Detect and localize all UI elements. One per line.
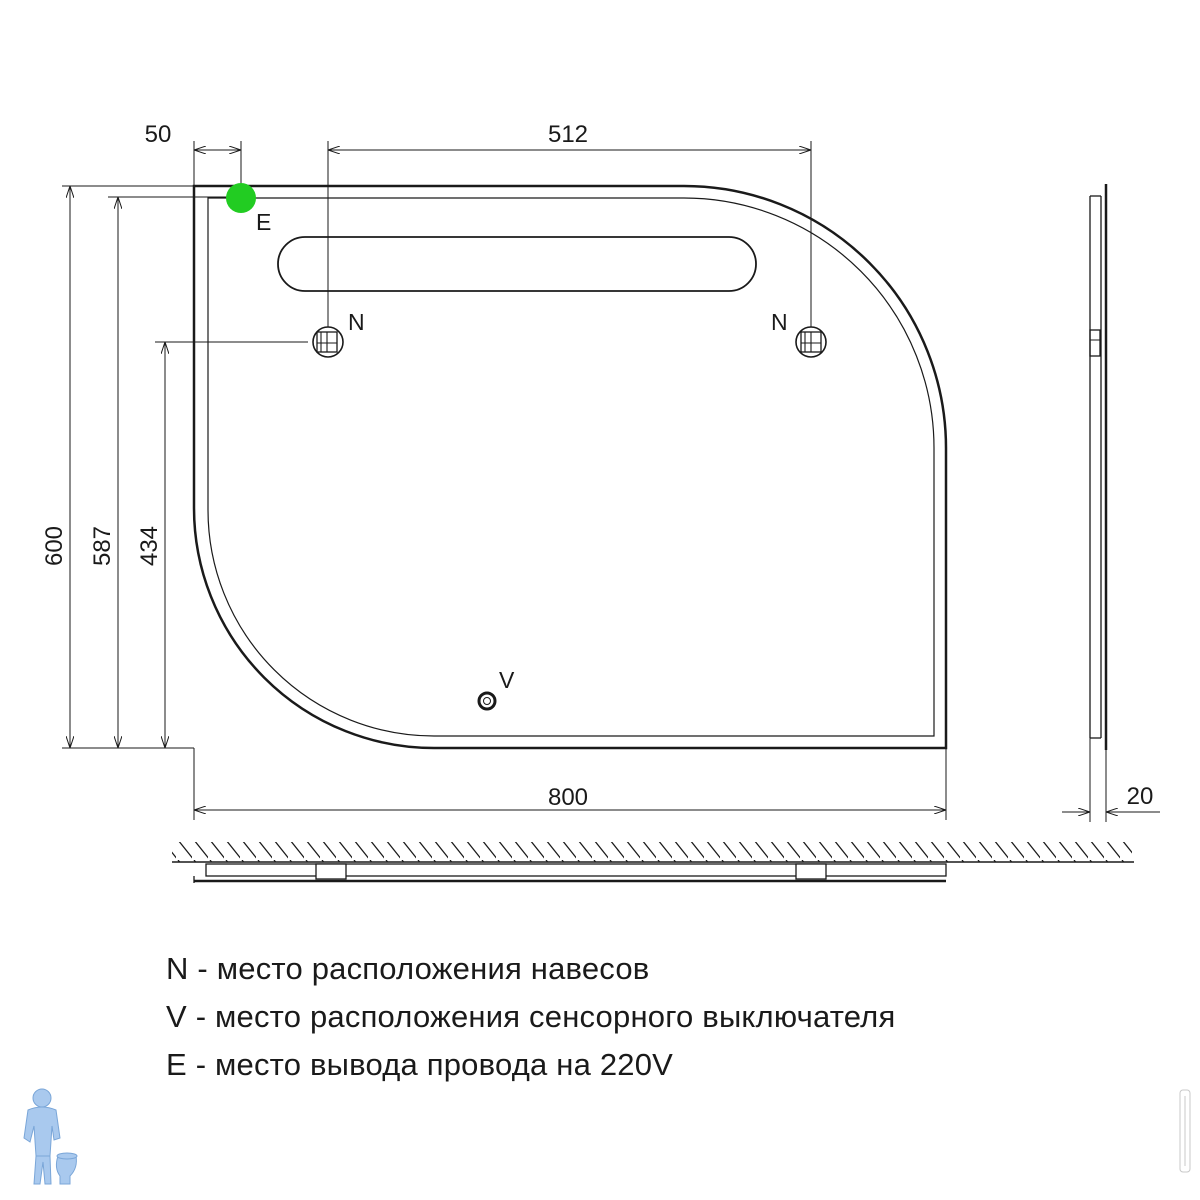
hinge-block-right: [795, 863, 827, 880]
hinge-icon: [795, 326, 827, 358]
dimension-hinge-height-label: 434: [136, 526, 163, 566]
wall-mount-view: [172, 842, 1134, 883]
legend-item-hinges: N - место расположения навесов: [166, 951, 650, 986]
mirror-side-view: [1089, 184, 1108, 750]
wall-hatch: [172, 842, 1132, 862]
plumber-logo-icon: [23, 1088, 78, 1185]
sensor-switch-icon: [477, 691, 497, 711]
hinge-block-left: [315, 863, 347, 880]
wire-outlet-marker: [226, 183, 256, 213]
dimension-total-height-label: 600: [41, 526, 68, 566]
hinge-left-label: N: [348, 309, 365, 335]
dimension-depth-label: 20: [1127, 783, 1154, 810]
dimension-inner-height: [108, 196, 241, 748]
dimension-offset-left-label: 50: [145, 121, 172, 148]
wire-outlet-label: E: [256, 209, 271, 235]
mirror-front-view: [192, 184, 948, 750]
hinge-icon: [312, 326, 344, 358]
dimension-inner-height-label: 587: [89, 526, 116, 566]
light-strip: [277, 236, 757, 292]
watermark-icon: [1179, 1089, 1191, 1173]
dimension-hinge-spacing: [327, 141, 812, 342]
legend-item-switch: V - место расположения сенсорного выключ…: [166, 999, 896, 1034]
dimension-hinge-height: [155, 341, 308, 748]
mirror-top-profile: [205, 863, 947, 877]
dimension-total-height: [62, 185, 194, 749]
dimension-total-width-label: 800: [548, 784, 588, 811]
legend-item-wire-outlet: E - место вывода провода на 220V: [166, 1047, 674, 1082]
mirror-inner-edge: [207, 197, 935, 737]
dimension-total-width: [193, 748, 947, 820]
mirror-outer-edge: [192, 184, 948, 750]
hinge-right-label: N: [771, 309, 788, 335]
switch-label: V: [499, 667, 515, 693]
dimension-depth: [1062, 738, 1160, 822]
legend: N - место расположения навесов V - место…: [166, 945, 895, 1089]
dimension-hinge-spacing-label: 512: [548, 121, 588, 148]
